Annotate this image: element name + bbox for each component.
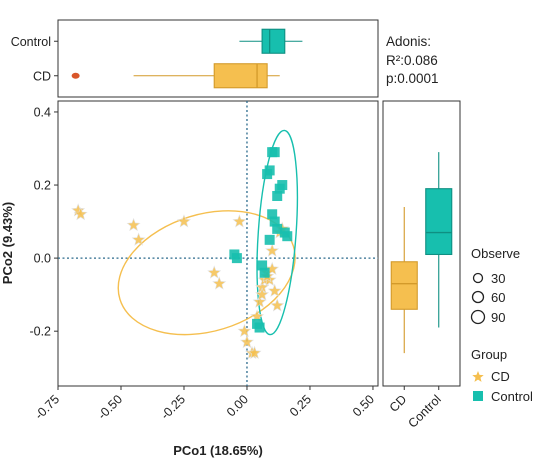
data-point-control	[282, 231, 293, 242]
legend-observe-item: 60	[491, 290, 505, 305]
data-point-control	[269, 216, 280, 227]
legend-group-item: CD	[491, 369, 510, 384]
data-point-control	[277, 180, 288, 191]
data-point-cd	[247, 345, 262, 360]
data-point-control	[264, 165, 275, 176]
data-point-cd	[265, 261, 280, 276]
legend: Observe 30 60 90 Group CD Control	[470, 246, 533, 404]
right-box-iqr	[425, 188, 453, 256]
x-tick-label: 0.25	[287, 392, 314, 419]
right-boxplot-panel	[382, 100, 461, 387]
top-box-outlier	[71, 72, 80, 79]
data-point-cd	[212, 276, 227, 290]
legend-group-item: Control	[491, 389, 533, 404]
data-point-cd	[237, 323, 252, 338]
y-tick-label: 0.0	[34, 252, 51, 266]
legend-star-shape	[472, 371, 484, 382]
x-tick-label: -0.75	[32, 392, 62, 422]
data-point-cd	[267, 283, 282, 297]
data-point-control	[231, 253, 242, 264]
scatter-layer	[58, 101, 378, 386]
confidence-ellipse-cd	[117, 210, 296, 336]
right-box-category-label: Control	[405, 392, 443, 430]
top-box-iqr	[213, 63, 268, 89]
legend-observe-marker-medium	[471, 290, 485, 304]
top-boxplot-layer	[71, 28, 303, 89]
x-tick-label: 0.50	[350, 392, 377, 419]
data-point-cd	[270, 298, 285, 312]
adonis-r2: R²:0.086	[386, 53, 438, 68]
top-boxplot-panel	[57, 19, 379, 98]
confidence-ellipse-control	[256, 129, 299, 336]
data-point-cd	[131, 232, 146, 246]
data-point-cd	[232, 214, 247, 228]
adonis-title: Adonis:	[386, 34, 431, 49]
legend-group-title: Group	[471, 347, 507, 362]
data-point-cd	[252, 294, 267, 308]
data-point-control	[272, 191, 283, 201]
data-point-cd	[265, 243, 280, 257]
main-scatter-panel	[57, 100, 379, 387]
x-tick-label: -0.25	[158, 392, 188, 422]
legend-observe-marker-small	[472, 272, 484, 284]
data-point-control	[257, 260, 268, 271]
legend-cd-star-icon	[472, 371, 484, 382]
data-point-control	[254, 322, 265, 333]
data-point-cd	[207, 265, 222, 279]
y-tick-label: 0.2	[34, 179, 51, 193]
data-point-control	[267, 209, 278, 220]
y-tick-label: -0.2	[29, 325, 51, 339]
data-point-control	[269, 147, 280, 158]
legend-observe-item: 30	[491, 271, 505, 286]
top-box-category-label: Control	[11, 35, 51, 49]
right-box-category-label: CD	[387, 392, 410, 415]
data-point-control	[264, 234, 275, 245]
y-tick-label: 0.4	[34, 105, 51, 119]
legend-observe-title: Observe	[471, 246, 520, 261]
adonis-p: p:0.0001	[386, 71, 439, 86]
y-axis-title: PCo2 (9.43%)	[0, 202, 15, 284]
x-tick-label: 0.00	[224, 392, 251, 419]
x-axis-title: PCo1 (18.65%)	[173, 443, 263, 458]
data-point-cd	[73, 206, 88, 221]
top-box-iqr	[261, 28, 286, 54]
data-point-control	[272, 223, 283, 234]
right-boxplot-layer	[390, 152, 453, 354]
right-box-iqr	[390, 261, 418, 310]
data-point-control	[259, 267, 270, 278]
data-point-cd	[240, 334, 254, 349]
x-tick-label: -0.50	[95, 392, 125, 422]
legend-observe-item: 90	[491, 310, 505, 325]
data-point-cd	[126, 217, 141, 232]
data-point-cd	[177, 214, 191, 228]
legend-observe-marker-large	[470, 309, 486, 325]
top-box-category-label: CD	[33, 69, 51, 83]
legend-control-square-icon	[473, 391, 483, 401]
data-point-cd	[255, 287, 270, 301]
